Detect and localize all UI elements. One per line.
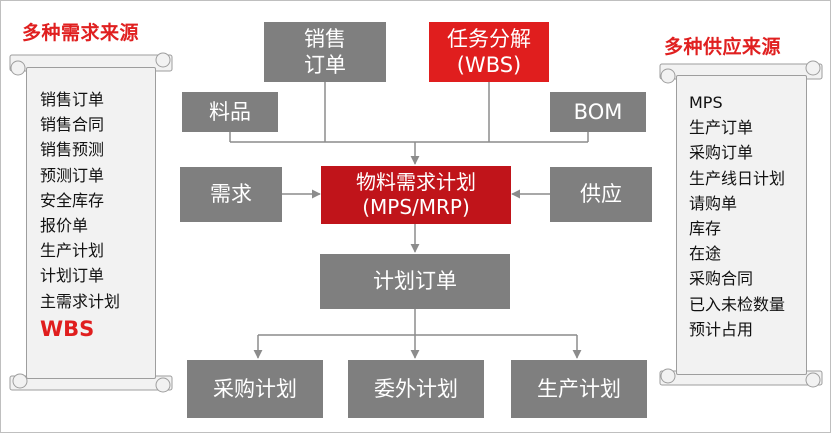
- production-plan-label: 生产计划: [537, 376, 621, 401]
- supply-box: 供应: [550, 167, 652, 222]
- demand-item: 销售合同: [40, 115, 105, 135]
- sales-order-box: 销售 订单: [264, 22, 386, 82]
- supply-item: 生产订单: [689, 118, 754, 138]
- demand-item: 报价单: [40, 215, 89, 235]
- supply-item: 库存: [689, 218, 722, 238]
- demand-box: 需求: [180, 167, 282, 222]
- demand-item: 计划订单: [40, 266, 105, 286]
- wbs-label-line2: (WBS): [456, 53, 522, 77]
- demand-item: 销售订单: [40, 90, 105, 109]
- wbs-label-line1: 任务分解: [447, 26, 531, 51]
- demand-label: 需求: [210, 182, 252, 207]
- mrp-label-line1: 物料需求计划: [356, 170, 476, 194]
- demand-sources-list: 销售订单 销售合同 销售预测 预测订单 安全库存 报价单 生产计划 计划订单 主…: [40, 87, 120, 344]
- mrp-label-line2: (MPS/MRP): [362, 195, 470, 219]
- material-box: 料品: [182, 92, 278, 132]
- wbs-box: 任务分解 (WBS): [429, 22, 549, 82]
- demand-item-wbs: WBS: [40, 316, 95, 341]
- supply-sources-panel: [676, 75, 807, 375]
- supply-sources-list: MPS 生产订单 采购订单 生产线日计划 请购单 库存 在途 采购合同 已入未检…: [689, 90, 785, 342]
- purchase-plan-box: 采购计划: [187, 360, 323, 418]
- supply-item: 生产线日计划: [689, 168, 786, 188]
- supply-label: 供应: [580, 182, 622, 207]
- supply-item: 采购订单: [689, 143, 754, 163]
- mrp-box: 物料需求计划 (MPS/MRP): [321, 166, 511, 224]
- demand-item: 安全库存: [40, 190, 105, 210]
- demand-item: 预测订单: [40, 165, 105, 185]
- demand-sources-heading: 多种需求来源: [22, 22, 140, 44]
- bom-box: BOM: [550, 92, 646, 132]
- planned-order-label: 计划订单: [373, 269, 457, 294]
- supply-item: 在途: [689, 244, 722, 264]
- demand-item: 主需求计划: [40, 291, 121, 311]
- demand-sources-panel: [26, 67, 156, 379]
- outsourcing-plan-label: 委外计划: [374, 376, 458, 401]
- material-label: 料品: [209, 99, 251, 124]
- supply-item: 请购单: [689, 193, 738, 213]
- supply-item: 已入未检数量: [689, 294, 786, 314]
- demand-item: 生产计划: [40, 241, 105, 261]
- outsourcing-plan-box: 委外计划: [348, 360, 484, 418]
- supply-item: 采购合同: [689, 269, 754, 289]
- sales-order-label-line1: 销售: [304, 26, 346, 51]
- supply-sources-heading: 多种供应来源: [664, 36, 782, 58]
- bom-label: BOM: [573, 99, 623, 124]
- sales-order-label-line2: 订单: [304, 53, 346, 77]
- supply-item: MPS: [689, 93, 723, 112]
- supply-item: 预计占用: [689, 319, 754, 339]
- demand-item: 销售预测: [40, 140, 105, 160]
- production-plan-box: 生产计划: [511, 360, 647, 418]
- purchase-plan-label: 采购计划: [213, 376, 297, 401]
- planned-order-box: 计划订单: [320, 254, 510, 309]
